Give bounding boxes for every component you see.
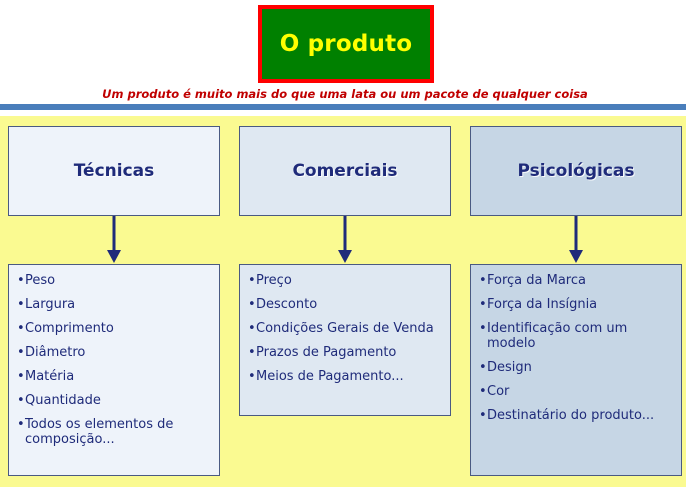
bullet-icon: • xyxy=(17,321,25,336)
category-list-psicologicas: • Força da Marca • Força da Insígnia • I… xyxy=(470,264,682,476)
list-item: • Diâmetro xyxy=(17,345,213,360)
list-item: • Prazos de Pagamento xyxy=(248,345,444,360)
bullet-icon: • xyxy=(479,384,487,399)
bullet-icon: • xyxy=(17,345,25,360)
category-header-label: Psicológicas xyxy=(517,161,635,181)
bullet-icon: • xyxy=(17,393,25,408)
list-item: • Comprimento xyxy=(17,321,213,336)
list-item: • Identificação com um modelo xyxy=(479,321,675,351)
bullet-icon: • xyxy=(248,297,256,312)
list-item: • Peso xyxy=(17,273,213,288)
list-item: • Todos os elementos de composição... xyxy=(17,417,213,447)
category-header-comerciais[interactable]: Comerciais xyxy=(239,126,451,216)
list-item-label: Meios de Pagamento... xyxy=(256,369,404,384)
list-item: • Destinatário do produto... xyxy=(479,408,675,423)
list-item: • Largura xyxy=(17,297,213,312)
header-divider-rule xyxy=(0,104,686,110)
bullet-icon: • xyxy=(17,273,25,288)
list-item-label: Diâmetro xyxy=(25,345,86,360)
category-list-comerciais: • Preço • Desconto • Condições Gerais de… xyxy=(239,264,451,416)
bullet-icon: • xyxy=(17,417,25,432)
bullet-icon: • xyxy=(248,345,256,360)
list-item-label: Cor xyxy=(487,384,510,399)
slide-subtitle: Um produto é muito mais do que uma lata … xyxy=(102,87,588,101)
list-item: • Quantidade xyxy=(17,393,213,408)
list-item-label: Força da Insígnia xyxy=(487,297,598,312)
list-item-label: Desconto xyxy=(256,297,318,312)
bullet-icon: • xyxy=(479,408,487,423)
category-header-psicologicas[interactable]: Psicológicas xyxy=(470,126,682,216)
list-item-label: Quantidade xyxy=(25,393,101,408)
list-item-label: Identificação com um modelo xyxy=(487,321,628,351)
list-item: • Matéria xyxy=(17,369,213,384)
down-arrow-icon xyxy=(569,216,583,263)
list-item-label: Todos os elementos de composição... xyxy=(25,417,174,447)
bullet-icon: • xyxy=(479,273,487,288)
category-header-label: Comerciais xyxy=(292,161,398,181)
list-item-label: Largura xyxy=(25,297,76,312)
list-item-label: Design xyxy=(487,360,532,375)
list-item: • Desconto xyxy=(248,297,444,312)
list-item: • Condições Gerais de Venda xyxy=(248,321,444,336)
content-panel: Técnicas • Peso • Largura • Comprimento … xyxy=(0,116,686,487)
list-item-label: Comprimento xyxy=(25,321,114,336)
list-item-label: Preço xyxy=(256,273,292,288)
list-item: • Força da Insígnia xyxy=(479,297,675,312)
down-arrow-icon xyxy=(107,216,121,263)
bullet-icon: • xyxy=(479,360,487,375)
list-item-label: Matéria xyxy=(25,369,75,384)
list-item: • Força da Marca xyxy=(479,273,675,288)
bullet-icon: • xyxy=(248,369,256,384)
bullet-icon: • xyxy=(479,297,487,312)
category-list-tecnicas: • Peso • Largura • Comprimento • Diâmetr… xyxy=(8,264,220,476)
category-header-label: Técnicas xyxy=(73,161,155,181)
list-item-label: Prazos de Pagamento xyxy=(256,345,397,360)
page-title: O produto xyxy=(279,30,413,57)
list-item: • Meios de Pagamento... xyxy=(248,369,444,384)
down-arrow-icon xyxy=(338,216,352,263)
bullet-icon: • xyxy=(248,321,256,336)
list-item-label: Peso xyxy=(25,273,56,288)
list-item: • Cor xyxy=(479,384,675,399)
list-item-label: Destinatário do produto... xyxy=(487,408,655,423)
list-item-label: Força da Marca xyxy=(487,273,586,288)
bullet-icon: • xyxy=(17,297,25,312)
list-item: • Preço xyxy=(248,273,444,288)
slide-title-box: O produto xyxy=(258,5,434,83)
list-item: • Design xyxy=(479,360,675,375)
list-item-label: Condições Gerais de Venda xyxy=(256,321,434,336)
bullet-icon: • xyxy=(248,273,256,288)
bullet-icon: • xyxy=(17,369,25,384)
category-header-tecnicas[interactable]: Técnicas xyxy=(8,126,220,216)
bullet-icon: • xyxy=(479,321,487,336)
